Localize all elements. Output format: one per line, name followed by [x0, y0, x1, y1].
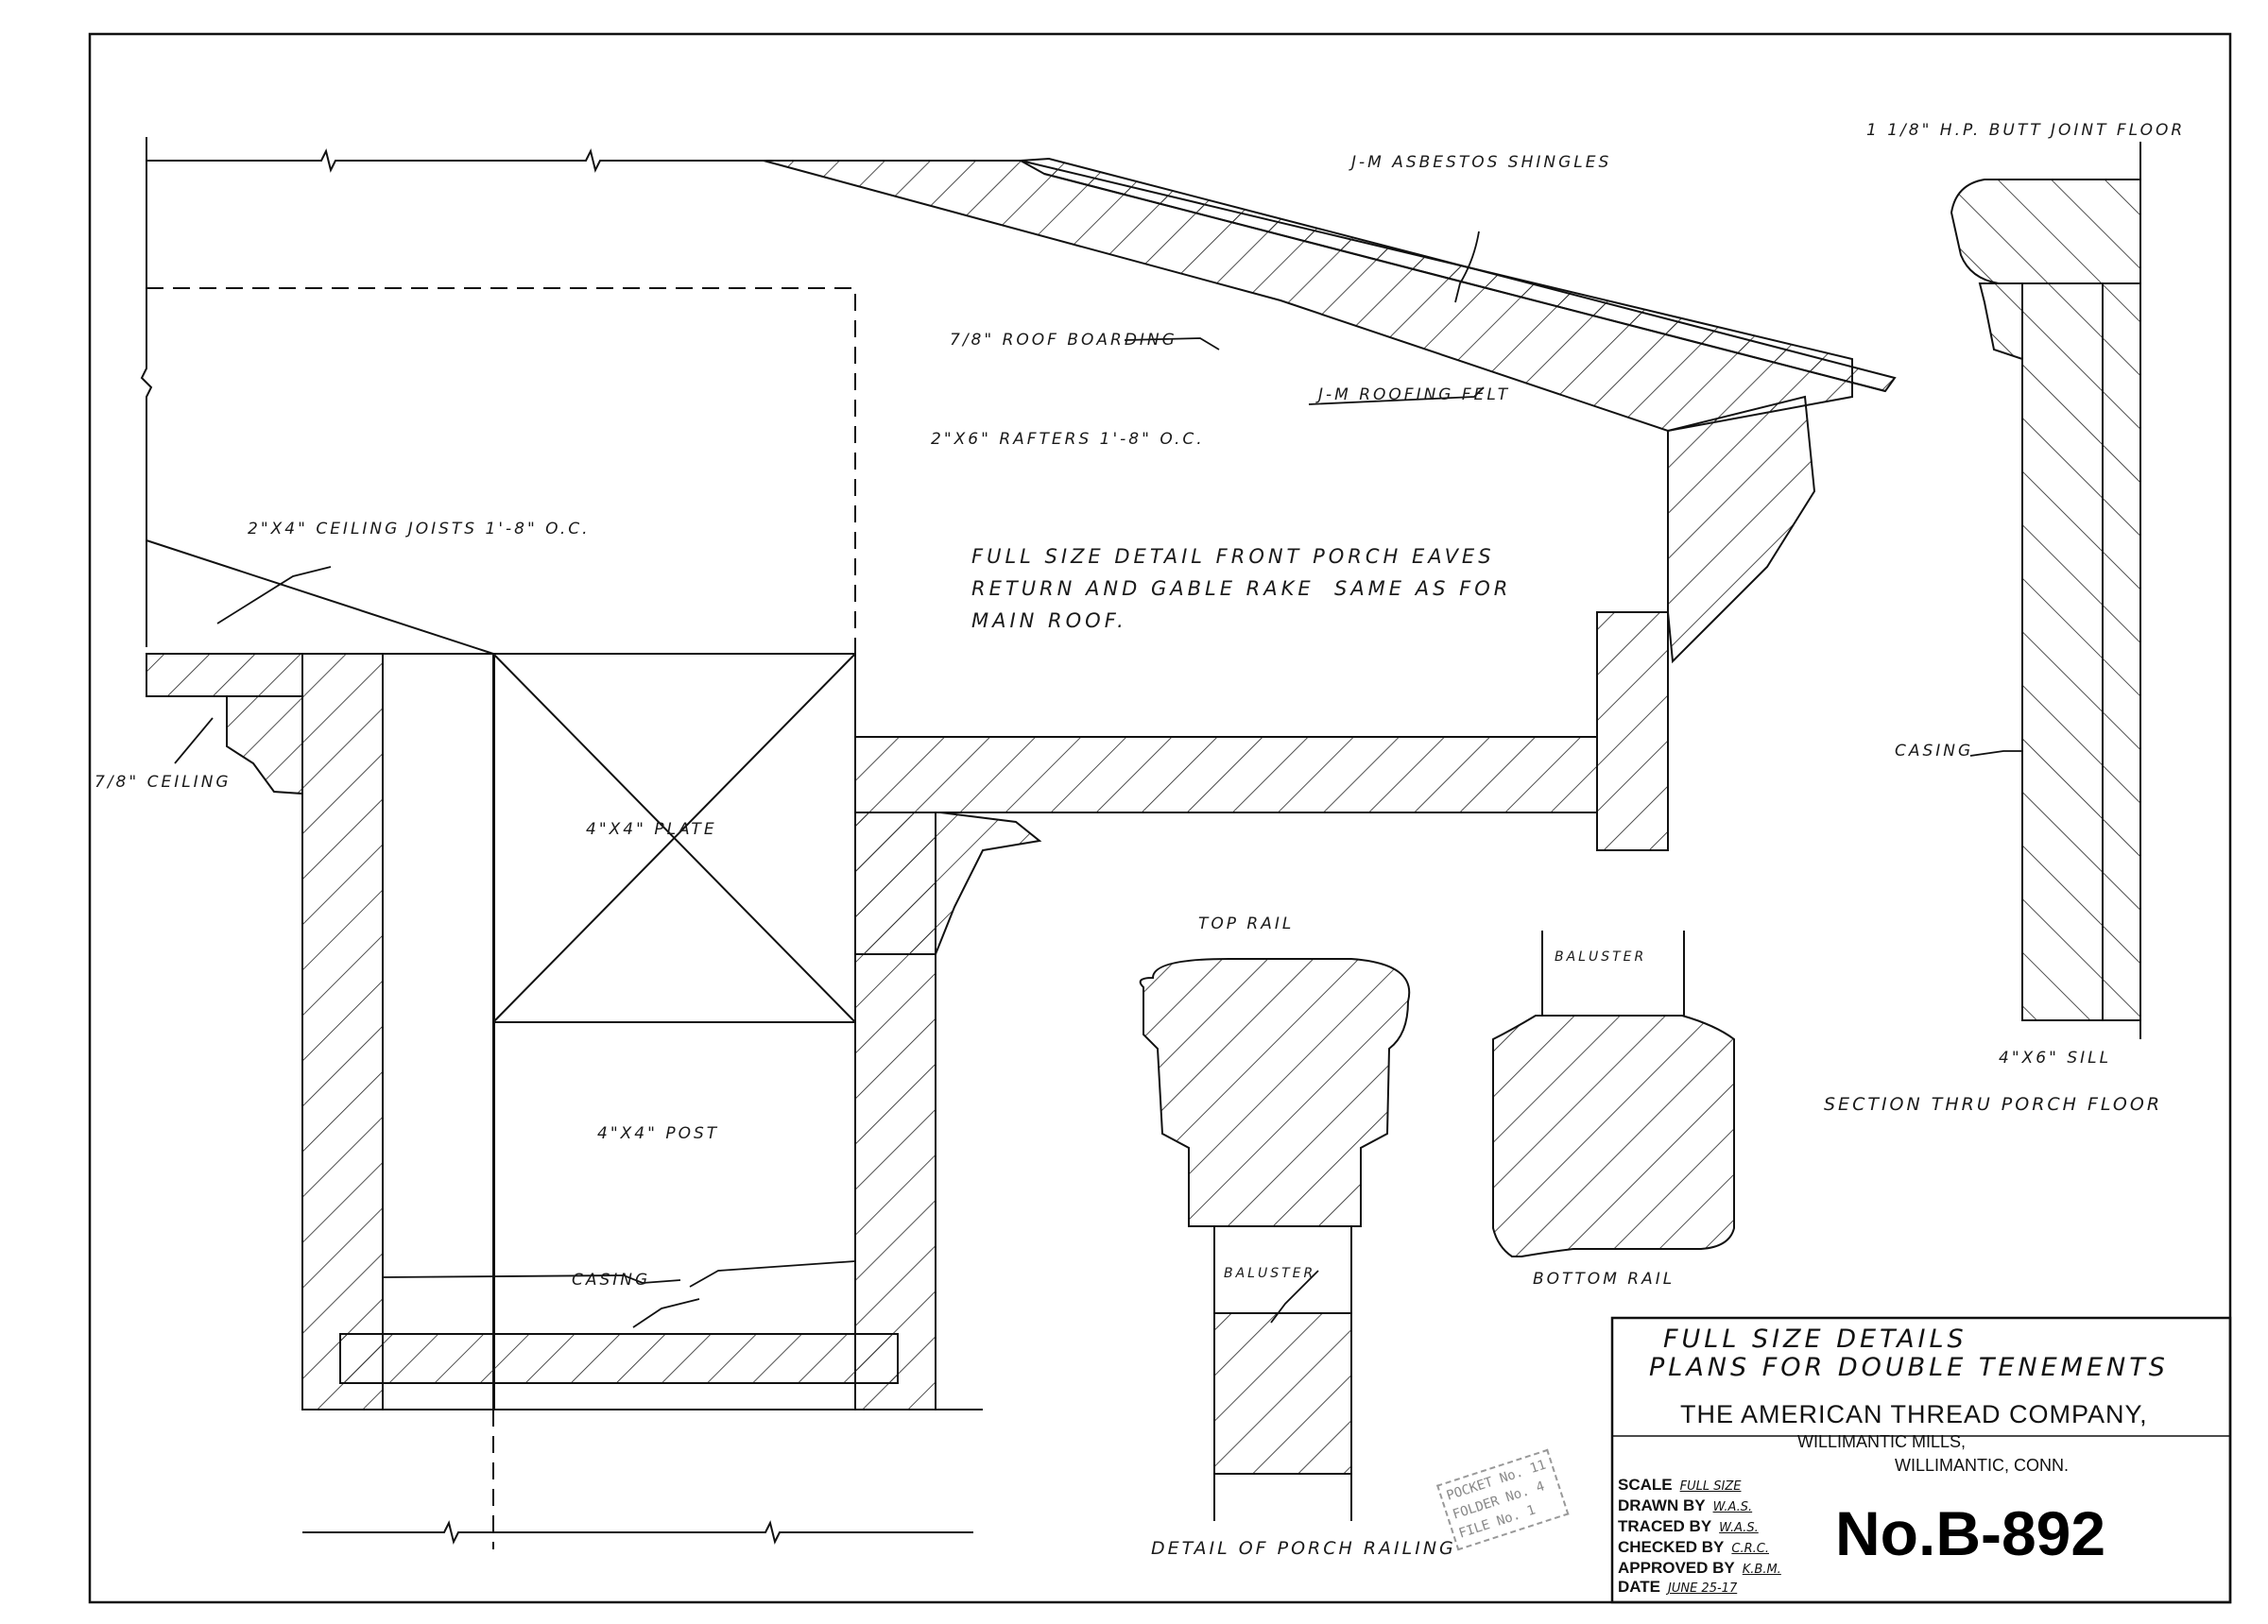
- casing-board: [2021, 282, 2104, 1021]
- approved-label: APPROVED BY: [1618, 1559, 1735, 1577]
- right-casing: [854, 812, 936, 1410]
- title-line-2: PLANS FOR DOUBLE TENEMENTS: [1649, 1353, 2169, 1382]
- date-value: JUNE 25-17: [1668, 1581, 1738, 1596]
- top-break-line: [146, 148, 764, 173]
- ceiling-board: [146, 653, 303, 697]
- label-ceiling-joists: 2"x4" CEILING JOISTS 1'-8" O.C.: [248, 520, 591, 538]
- label-roofing-felt: J-M ROOFING FELT: [1318, 385, 1511, 404]
- date-label: DATE: [1618, 1578, 1661, 1596]
- label-plate: 4"x4" PLATE: [586, 820, 717, 839]
- note-eaves: FULL SIZE DETAIL FRONT PORCH EAVES RETUR…: [971, 545, 1512, 632]
- hidden-line: [146, 287, 856, 737]
- label-casing-floor: CASING: [1895, 742, 1974, 761]
- drawing-number: No.B-892: [1835, 1498, 2106, 1568]
- drawn-row: DRAWN BY W.A.S.: [1618, 1496, 1752, 1515]
- porch-floor-section: [1950, 142, 2141, 1039]
- label-roof-boarding: 7/8" ROOF BOARDING: [950, 331, 1177, 350]
- bottom-break-line: [302, 1520, 973, 1545]
- date-row: DATE JUNE 25-17: [1618, 1578, 1737, 1597]
- scale-value: FULL SIZE: [1679, 1479, 1742, 1494]
- company-location: WILLIMANTIC, CONN.: [1895, 1456, 2070, 1475]
- checked-row: CHECKED BY C.R.C.: [1618, 1538, 1769, 1557]
- label-asbestos-shingles: J-M ASBESTOS SHINGLES: [1351, 153, 1612, 172]
- label-casing-post: CASING: [572, 1271, 651, 1290]
- scale-row: SCALE FULL SIZE: [1618, 1476, 1741, 1495]
- checked-value: C.R.C.: [1731, 1542, 1769, 1556]
- leader-lines: [174, 231, 2022, 1328]
- floor-board: [1950, 179, 2141, 284]
- baluster: [1213, 1312, 1352, 1475]
- traced-row: TRACED BY W.A.S.: [1618, 1517, 1759, 1536]
- bottom-rail: [1492, 1015, 1735, 1257]
- label-detail-railing: DETAIL OF PORCH RAILING: [1151, 1538, 1456, 1559]
- label-top-rail: TOP RAIL: [1198, 915, 1295, 933]
- label-bottom-rail: BOTTOM RAIL: [1533, 1270, 1675, 1289]
- title-line-1: FULL SIZE DETAILS: [1663, 1325, 1967, 1354]
- left-break-line: [140, 137, 153, 647]
- ceiling-molding: [226, 695, 303, 795]
- sill: [2102, 282, 2141, 1021]
- traced-label: TRACED BY: [1618, 1517, 1712, 1535]
- company-name: THE AMERICAN THREAD COMPANY,: [1680, 1400, 2148, 1428]
- label-butt-joint-floor: 1 1/8" H.P. BUTT JOINT FLOOR: [1866, 121, 2186, 140]
- label-rafters: 2"x6" RAFTERS 1'-8" O.C.: [931, 430, 1205, 449]
- label-section-floor: SECTION THRU PORCH FLOOR: [1824, 1094, 2163, 1115]
- main-section: [140, 137, 1897, 1549]
- approved-row: APPROVED BY K.B.M.: [1618, 1559, 1781, 1578]
- ceiling-joist-line: [146, 539, 494, 655]
- left-casing: [301, 653, 384, 1410]
- fascia-board: [1596, 611, 1669, 851]
- post-inner: [382, 653, 495, 1410]
- felt-line: [1043, 173, 1886, 392]
- label-baluster-bottom: BALUSTER: [1224, 1266, 1316, 1281]
- label-baluster-top: BALUSTER: [1555, 949, 1647, 965]
- floor-molding: [1978, 282, 2023, 361]
- title-block-frame: [1610, 1316, 2232, 1604]
- roof-boarding: [763, 160, 1853, 433]
- approved-value: K.B.M.: [1742, 1563, 1781, 1577]
- crown-molding: [1667, 395, 1816, 664]
- sheet-border: [88, 32, 2232, 1604]
- scale-label: SCALE: [1618, 1476, 1673, 1494]
- top-rail: [1139, 958, 1411, 1227]
- traced-value: W.A.S.: [1719, 1521, 1759, 1535]
- checked-label: CHECKED BY: [1618, 1538, 1725, 1556]
- company-mills: WILLIMANTIC MILLS,: [1797, 1432, 1967, 1451]
- plate-diagonal-2: [492, 653, 856, 1023]
- porch-railing-section: [1139, 931, 1735, 1521]
- label-ceiling: 7/8" CEILING: [94, 773, 232, 792]
- drawn-label: DRAWN BY: [1618, 1496, 1706, 1514]
- soffit-board: [854, 736, 1598, 813]
- base-board: [339, 1333, 899, 1384]
- label-sill: 4"x6" SILL: [1999, 1049, 2112, 1068]
- roof-shingles: [1017, 157, 1897, 393]
- drawn-value: W.A.S.: [1712, 1500, 1753, 1514]
- label-post: 4"x4" POST: [597, 1124, 720, 1143]
